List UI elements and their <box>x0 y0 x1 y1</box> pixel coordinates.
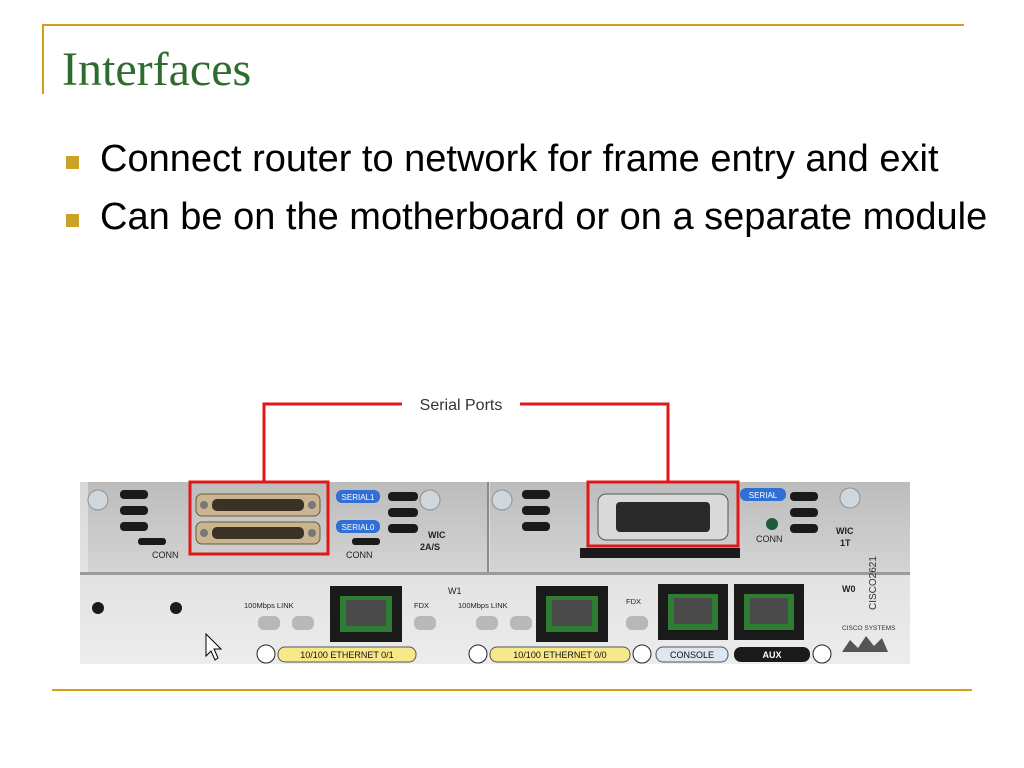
ethernet-ports <box>330 584 804 642</box>
bullet-text: Connect router to network for frame entr… <box>100 138 939 180</box>
frame-left-line <box>42 24 44 94</box>
frame-bottom-line <box>52 689 972 691</box>
vent-slots <box>120 490 818 533</box>
serial-connector-left <box>195 493 321 545</box>
bullet-list: Connect router to network for frame entr… <box>62 136 992 252</box>
frame-top-line <box>42 24 964 26</box>
console-label: CONSOLE <box>670 650 714 660</box>
cisco-logo-icon <box>842 636 888 652</box>
bullet-square-icon <box>66 214 79 227</box>
link-led-label: 100Mbps LINK <box>244 601 294 610</box>
bullet-square-icon <box>66 156 79 169</box>
serial0-label: SERIAL0 <box>342 523 375 532</box>
conn-label: CONN <box>346 550 373 560</box>
wic-label: WIC <box>836 526 854 536</box>
serial1-label: SERIAL1 <box>342 493 375 502</box>
mouse-cursor-icon <box>205 632 223 661</box>
serial-ports-highlight <box>188 402 740 556</box>
model-label: CISCO2621 <box>868 556 879 610</box>
bullet-text: Can be on the motherboard or on a separa… <box>100 196 988 238</box>
brand-label: CISCO SYSTEMS <box>842 625 896 632</box>
conn-led-icon <box>766 518 778 530</box>
wic-label: WIC <box>428 530 446 540</box>
conn-label: CONN <box>756 534 783 544</box>
serial-ports-callout: Serial Ports <box>420 397 503 414</box>
w0-label: W0 <box>842 584 856 594</box>
link-led-label: 100Mbps LINK <box>458 601 508 610</box>
serial-label: SERIAL <box>749 491 778 500</box>
bullet-item: Can be on the motherboard or on a separa… <box>62 194 992 240</box>
bullet-item: Connect router to network for frame entr… <box>62 136 992 182</box>
wic-type-label: 2A/S <box>420 542 440 552</box>
ethernet-0-1-label: 10/100 ETHERNET 0/1 <box>300 650 393 660</box>
fdx-led-label: FDX <box>626 597 641 606</box>
w1-label: W1 <box>448 586 462 596</box>
router-panel-figure: Serial Ports SERIAL1 SERIAL0 SERIAL CONN… <box>80 397 910 664</box>
aux-label: AUX <box>762 650 781 660</box>
conn-label: CONN <box>152 550 179 560</box>
wic-type-label: 1T <box>840 538 851 548</box>
fdx-led-label: FDX <box>414 601 429 610</box>
ethernet-0-0-label: 10/100 ETHERNET 0/0 <box>513 650 606 660</box>
screw-icons <box>87 487 861 511</box>
serial-connector-right <box>580 493 740 558</box>
slide-title: Interfaces <box>62 43 252 96</box>
